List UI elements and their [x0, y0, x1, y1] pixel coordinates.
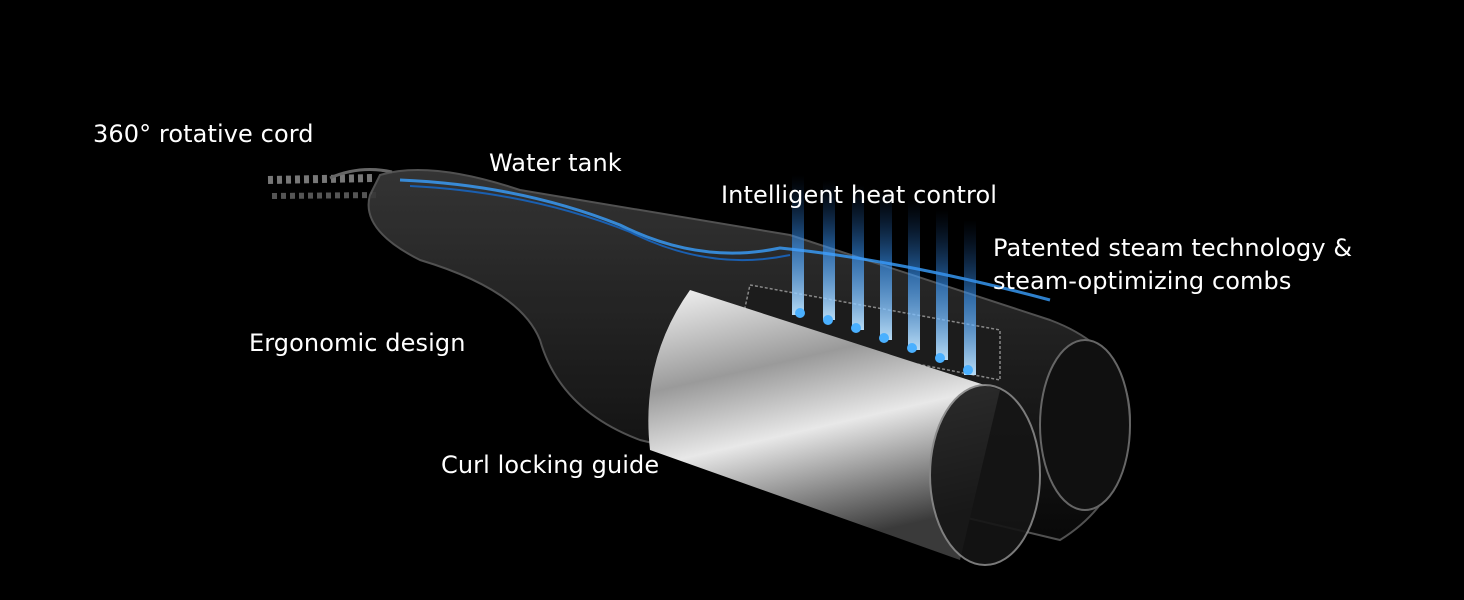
label-rotative-cord: 360° rotative cord [93, 120, 314, 148]
label-steam-line-2: steam-optimizing combs [993, 267, 1292, 295]
label-heat-control: Intelligent heat control [721, 181, 998, 209]
cord [267, 168, 393, 199]
label-steam-line-1: Patented steam technology & [993, 234, 1353, 262]
steam-jets [792, 175, 976, 375]
steam-comb [739, 284, 1001, 381]
barrel-end-cap [929, 384, 1041, 566]
label-curl-locking-guide: Curl locking guide [441, 451, 660, 479]
label-water-tank: Water tank [489, 149, 622, 177]
water-tank-channel [399, 178, 1051, 302]
label-steam-technology: Patented steam technology & steam-optimi… [993, 232, 1352, 298]
heated-barrel [648, 290, 1000, 560]
label-ergonomic-design: Ergonomic design [249, 329, 466, 357]
